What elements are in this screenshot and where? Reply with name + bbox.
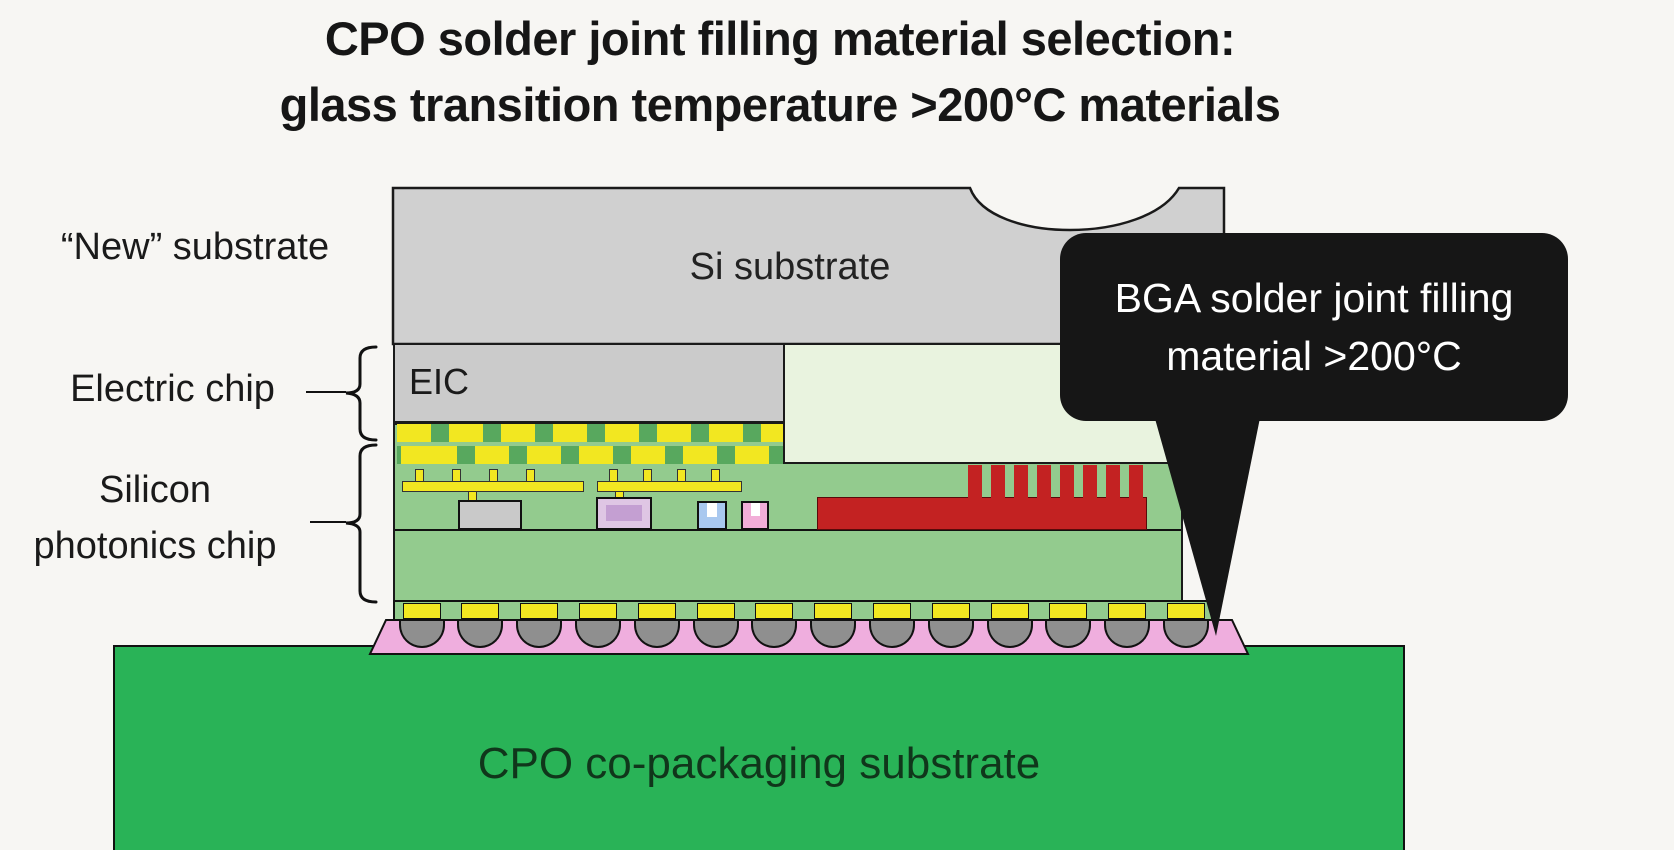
slide-title: CPO solder joint filling material select…: [0, 6, 1560, 138]
solder-ball: [692, 621, 739, 648]
trace-via: [452, 469, 461, 482]
component-box-pink: [741, 501, 769, 530]
si-substrate-label: Si substrate: [689, 246, 891, 288]
silicon-photonics-label: Silicon photonics chip: [0, 462, 310, 574]
solder-ball: [457, 621, 504, 648]
red-grating-teeth: [968, 465, 1147, 499]
slide-title-line1: CPO solder joint filling material select…: [324, 12, 1236, 65]
interconnect-trace: [402, 481, 584, 492]
red-grating-structure: [817, 497, 1147, 530]
trace-via: [643, 469, 652, 482]
silicon-photonics-connector-line: [310, 521, 346, 523]
slide-title-line2: glass transition temperature >200°C mate…: [279, 78, 1281, 131]
cpo-substrate-box: CPO co-packaging substrate: [113, 645, 1405, 850]
si-substrate-shape: [391, 186, 1226, 346]
silicon-photonics-label-line1: Silicon: [99, 469, 211, 511]
interconnect-trace: [597, 481, 742, 492]
brace-layer: [345, 345, 378, 604]
solder-ball: [986, 621, 1033, 648]
bottom-pad-row: [393, 600, 1213, 622]
cpo-substrate-label: CPO co-packaging substrate: [477, 739, 1041, 788]
silicon-photonics-brace: [345, 443, 378, 604]
callout-pointer: [1152, 408, 1262, 636]
electric-chip-connector-line: [306, 391, 346, 393]
solder-pad: [755, 603, 794, 619]
solder-pad: [461, 603, 500, 619]
solder-pad: [520, 603, 559, 619]
solder-ball: [574, 621, 621, 648]
solder-pad: [402, 603, 441, 619]
callout-line1: BGA solder joint filling: [1114, 275, 1514, 321]
solder-ball: [810, 621, 857, 648]
solder-pad: [872, 603, 911, 619]
solder-ball: [516, 621, 563, 648]
eic-label: EIC: [409, 361, 470, 402]
solder-pad: [578, 603, 617, 619]
solder-balls-layer: [0, 621, 1674, 653]
trace-via: [609, 469, 618, 482]
solder-pad: [990, 603, 1029, 619]
solder-pad: [637, 603, 676, 619]
solder-ball: [633, 621, 680, 648]
solder-ball: [1045, 621, 1092, 648]
trace-via: [489, 469, 498, 482]
component-box-blue: [697, 501, 727, 530]
eic-box: EIC: [393, 343, 785, 423]
solder-ball: [927, 621, 974, 648]
component-box-gray: [458, 500, 522, 530]
solder-ball: [868, 621, 915, 648]
solder-pad: [696, 603, 735, 619]
component-box-purple: [596, 497, 652, 530]
trace-via: [677, 469, 686, 482]
trace-via: [711, 469, 720, 482]
electric-chip-brace: [345, 345, 378, 442]
trace-via: [415, 469, 424, 482]
new-substrate-label: “New” substrate: [60, 226, 330, 268]
electric-chip-label: Electric chip: [70, 368, 275, 410]
microbump-row: [397, 446, 783, 464]
silicon-photonics-label-line2: photonics chip: [33, 525, 277, 567]
callout-line2: material >200°C: [1166, 333, 1462, 379]
solder-pad: [931, 603, 970, 619]
chip-layer-line: [395, 529, 1181, 531]
solder-pad: [814, 603, 853, 619]
solder-pad: [1049, 603, 1088, 619]
solder-pad: [1166, 603, 1205, 619]
trace-via: [526, 469, 535, 482]
microbump-row: [397, 424, 783, 442]
solder-pad: [1108, 603, 1147, 619]
solder-ball: [398, 621, 445, 648]
callout-box: BGA solder joint filling material >200°C: [1060, 233, 1568, 421]
solder-ball: [751, 621, 798, 648]
